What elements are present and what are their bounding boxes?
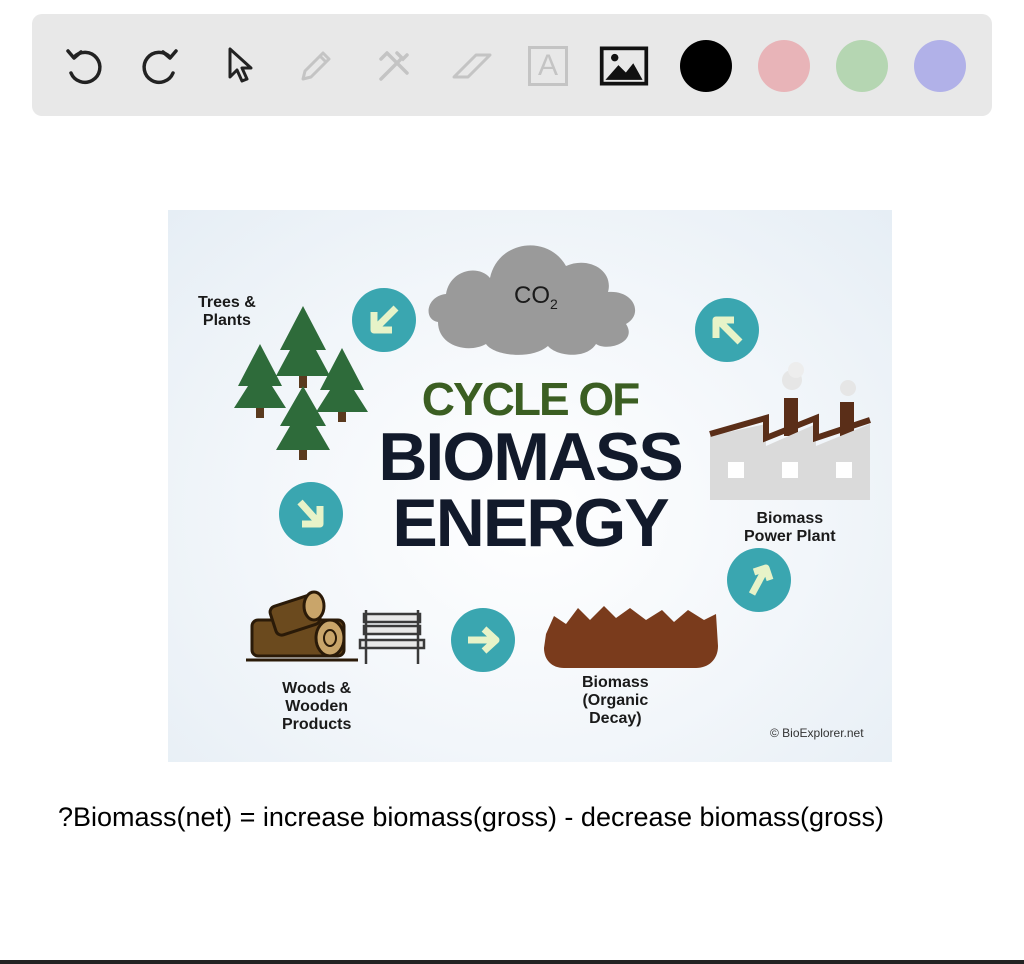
eraser-button[interactable] [446, 40, 498, 92]
undo-button[interactable] [58, 40, 110, 92]
co2-text: CO [514, 282, 550, 309]
cycle-illustration [234, 245, 871, 672]
pointer-icon [228, 47, 253, 83]
image-button[interactable] [598, 40, 650, 92]
tools-icon [379, 51, 409, 81]
drawing-toolbar: A [32, 14, 992, 116]
redo-button[interactable] [134, 40, 186, 92]
bottom-divider [0, 960, 1024, 964]
tools-button[interactable] [368, 40, 420, 92]
arrow-to-trees-icon [352, 288, 416, 352]
text-button[interactable]: A [522, 40, 574, 92]
bench-icon [358, 610, 426, 664]
copyright-text: © BioExplorer.net [770, 726, 864, 740]
color-swatch-green[interactable] [836, 40, 888, 92]
pencil-button[interactable] [290, 40, 342, 92]
power-plant-label: Biomass Power Plant [744, 510, 836, 545]
co2-label: CO2 [514, 282, 558, 312]
arrow-to-plant-icon [727, 548, 791, 612]
arrow-to-woods-icon [279, 482, 343, 546]
redo-icon [142, 49, 178, 84]
co2-subscript: 2 [550, 295, 558, 312]
select-button[interactable] [212, 40, 264, 92]
biomass-formula: ?Biomass(net) = increase biomass(gross) … [58, 802, 885, 832]
power-plant-icon [709, 362, 871, 500]
co2-cloud [428, 245, 636, 355]
decay-label: Biomass (Organic Decay) [582, 674, 649, 727]
title-line-2: BIOMASS [378, 419, 683, 495]
color-swatch-pink[interactable] [758, 40, 810, 92]
text-icon: A [528, 46, 568, 86]
soil-icon [544, 606, 718, 668]
pencil-icon [301, 51, 331, 81]
woods-label: Woods & Wooden Products [282, 680, 352, 733]
color-swatch-black[interactable] [680, 40, 732, 92]
logs-icon [246, 590, 358, 662]
title-line-1: CYCLE OF [421, 373, 641, 425]
trees-icon [234, 306, 368, 460]
image-icon [599, 46, 649, 86]
arrow-to-decay-icon [451, 608, 515, 672]
eraser-icon [452, 53, 492, 79]
color-swatch-purple[interactable] [914, 40, 966, 92]
trees-label: Trees & Plants [198, 294, 256, 329]
undo-icon [66, 49, 102, 84]
arrow-to-cloud-icon [695, 298, 759, 362]
title-line-3: ENERGY [392, 485, 669, 561]
biomass-cycle-image: Trees & Plants Woods & Wooden Products B… [168, 210, 892, 762]
